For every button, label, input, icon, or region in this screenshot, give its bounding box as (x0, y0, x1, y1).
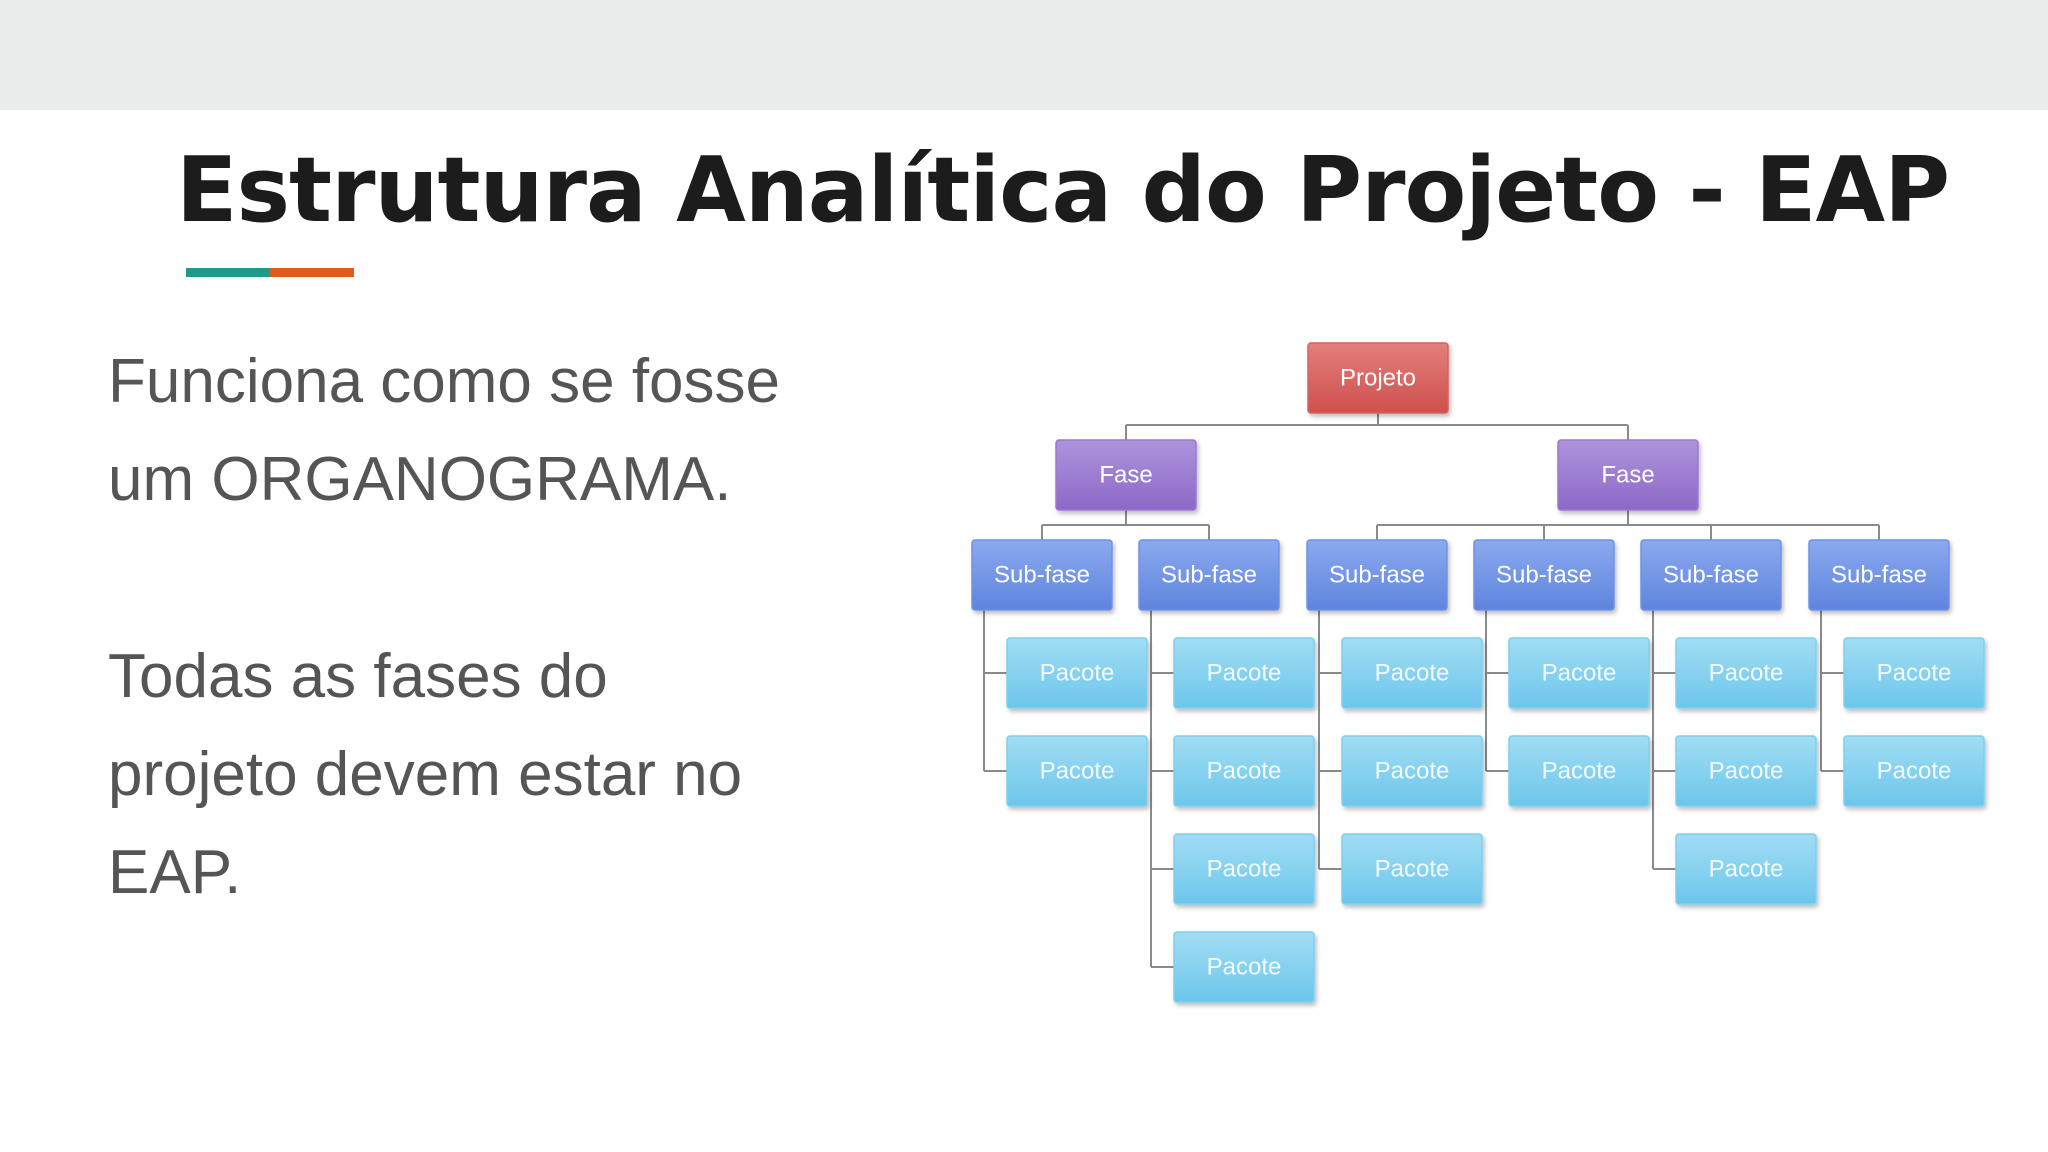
wbs-node-pacote: Pacote (1173, 833, 1315, 905)
wbs-node-box (1173, 833, 1315, 905)
wbs-node-label: Fase (1601, 461, 1654, 488)
wbs-node-label: Sub-fase (1329, 561, 1425, 588)
wbs-node-pacote: Pacote (1675, 637, 1817, 709)
wbs-node-label: Sub-fase (1663, 561, 1759, 588)
paragraph-organogram: Funciona como se fosse um ORGANOGRAMA. (108, 333, 780, 529)
wbs-node-subfase: Sub-fase (1640, 539, 1782, 611)
wbs-node-box (1557, 439, 1699, 511)
wbs-node-box (1307, 342, 1449, 414)
wbs-node-box (1640, 539, 1782, 611)
wbs-node-pacote: Pacote (1508, 637, 1650, 709)
wbs-node-pacote: Pacote (1341, 637, 1483, 709)
wbs-node-box (1006, 637, 1148, 709)
wbs-node-pacote: Pacote (1006, 637, 1148, 709)
wbs-node-label: Pacote (1542, 659, 1617, 686)
wbs-node-projeto: Projeto (1307, 342, 1449, 414)
wbs-node-pacote: Pacote (1341, 833, 1483, 905)
wbs-node-subfase: Sub-fase (1808, 539, 1950, 611)
wbs-node-label: Sub-fase (1161, 561, 1257, 588)
wbs-node-pacote: Pacote (1173, 735, 1315, 807)
wbs-node-box (1843, 735, 1985, 807)
wbs-node-label: Pacote (1207, 855, 1282, 882)
wbs-node-subfase: Sub-fase (971, 539, 1113, 611)
wbs-node-subfase: Sub-fase (1138, 539, 1280, 611)
wbs-node-box (1341, 833, 1483, 905)
wbs-node-pacote: Pacote (1173, 637, 1315, 709)
wbs-node-label: Pacote (1207, 659, 1282, 686)
wbs-node-label: Pacote (1375, 855, 1450, 882)
accent-orange-segment (270, 268, 354, 277)
wbs-node-label: Pacote (1542, 757, 1617, 784)
paragraph-phases: Todas as fases do projeto devem estar no… (108, 628, 742, 922)
wbs-node-subfase: Sub-fase (1473, 539, 1615, 611)
title-accent-bar (186, 268, 354, 277)
wbs-node-box (1173, 637, 1315, 709)
wbs-node-label: Pacote (1877, 659, 1952, 686)
wbs-node-pacote: Pacote (1675, 735, 1817, 807)
wbs-node-fase: Fase (1055, 439, 1197, 511)
wbs-node-box (1808, 539, 1950, 611)
wbs-node-box (1306, 539, 1448, 611)
wbs-node-label: Pacote (1375, 659, 1450, 686)
top-band (0, 0, 2048, 110)
wbs-node-pacote: Pacote (1843, 637, 1985, 709)
wbs-node-box (1173, 735, 1315, 807)
wbs-node-pacote: Pacote (1843, 735, 1985, 807)
wbs-node-subfase: Sub-fase (1306, 539, 1448, 611)
accent-teal-segment (186, 268, 270, 277)
paragraph-line: Todas as fases do (108, 642, 608, 711)
wbs-node-box (1508, 637, 1650, 709)
wbs-node-box (1173, 931, 1315, 1003)
wbs-nodes: ProjetoFaseSub-fasePacotePacoteSub-faseP… (971, 342, 1985, 1003)
wbs-node-box (1138, 539, 1280, 611)
wbs-connectors (983, 413, 1880, 968)
wbs-node-label: Pacote (1375, 757, 1450, 784)
wbs-node-label: Sub-fase (1496, 561, 1592, 588)
wbs-node-box (1675, 833, 1817, 905)
wbs-node-box (1055, 439, 1197, 511)
wbs-node-box (1473, 539, 1615, 611)
wbs-node-pacote: Pacote (1341, 735, 1483, 807)
wbs-node-label: Sub-fase (1831, 561, 1927, 588)
wbs-node-box (971, 539, 1113, 611)
wbs-node-label: Pacote (1709, 659, 1784, 686)
wbs-node-box (1675, 637, 1817, 709)
wbs-node-label: Pacote (1207, 757, 1282, 784)
wbs-node-pacote: Pacote (1173, 931, 1315, 1003)
wbs-node-pacote: Pacote (1508, 735, 1650, 807)
slide-title: Estrutura Analítica do Projeto - EAP (176, 138, 1950, 243)
wbs-node-label: Pacote (1709, 757, 1784, 784)
wbs-node-fase: Fase (1557, 439, 1699, 511)
paragraph-line: Funciona como se fosse (108, 347, 781, 416)
wbs-node-label: Pacote (1207, 953, 1282, 980)
wbs-node-label: Pacote (1040, 659, 1115, 686)
paragraph-line: um ORGANOGRAMA. (108, 445, 732, 514)
wbs-node-box (1341, 637, 1483, 709)
wbs-node-box (1508, 735, 1650, 807)
wbs-node-pacote: Pacote (1675, 833, 1817, 905)
wbs-node-box (1006, 735, 1148, 807)
wbs-node-label: Fase (1099, 461, 1152, 488)
wbs-node-box (1843, 637, 1985, 709)
wbs-node-box (1341, 735, 1483, 807)
paragraph-line: projeto devem estar no (108, 740, 743, 809)
wbs-node-label: Sub-fase (994, 561, 1090, 588)
wbs-node-pacote: Pacote (1006, 735, 1148, 807)
wbs-node-label: Projeto (1340, 364, 1416, 391)
wbs-node-label: Pacote (1877, 757, 1952, 784)
wbs-node-label: Pacote (1709, 855, 1784, 882)
paragraph-line: EAP. (108, 838, 242, 907)
wbs-node-box (1675, 735, 1817, 807)
wbs-node-label: Pacote (1040, 757, 1115, 784)
